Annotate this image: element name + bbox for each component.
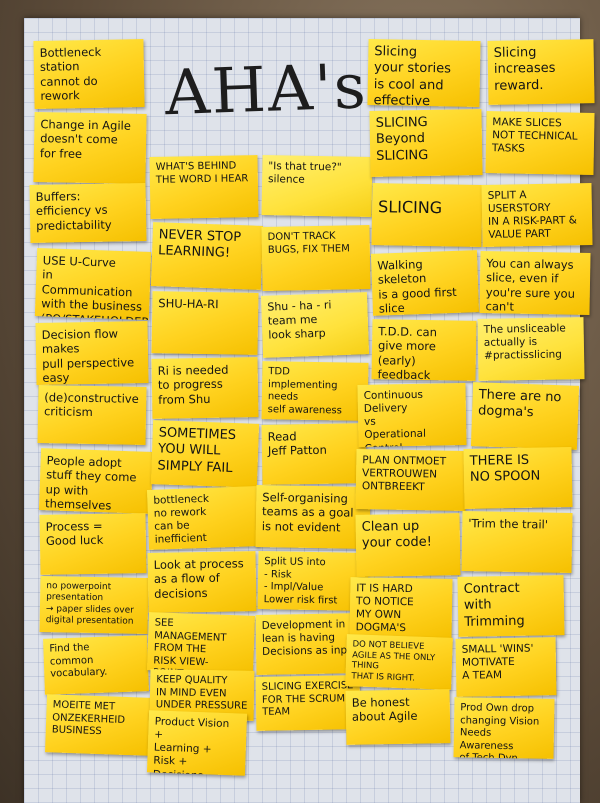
sticky-note: USE U-Curve in Communication with the bu… (34, 248, 152, 320)
sticky-note: 'Trim the trail' (461, 511, 573, 573)
sticky-note: Slicing your stories is cool and effecti… (367, 39, 481, 107)
sticky-note: People adopt stuff they come up with the… (38, 448, 154, 514)
sticky-note: Continuous Delivery vs Operational Contr… (357, 383, 467, 447)
sticky-note: PLAN ONTMOET VERTROUWEN ONTBREEKT (355, 449, 467, 511)
sticky-note: SHU-HA-RI (151, 291, 259, 355)
sticky-note: T.D.D. can give more (early) feedback (371, 319, 477, 381)
sticky-note: Ri is needed to progress from Shu (151, 357, 259, 419)
sticky-note: MAKE SLICES NOT TECHNICAL TASKS (485, 111, 595, 175)
sticky-note: There are no dogma's (470, 382, 580, 450)
board-title: AHA's (163, 49, 369, 130)
sticky-note: Read Jeff Patton (261, 423, 367, 485)
sticky-note: WHAT'S BEHIND THE WORD I HEAR (149, 155, 259, 219)
sticky-note: Contract with Trimming (457, 575, 565, 637)
sticky-note: Slicing increases reward. (487, 39, 595, 105)
sticky-note: bottleneck no rework can be inefficient (146, 486, 260, 550)
sticky-note: You can always slice, even if you're sur… (479, 251, 591, 315)
sticky-note: SLICING Beyond SLICING (369, 109, 483, 177)
sticky-note: Be honest about Agile (345, 689, 451, 745)
sticky-note: THERE IS NO SPOON (463, 447, 573, 509)
sticky-note: IT IS HARD TO NOTICE MY OWN DOGMA'S (349, 577, 453, 639)
sticky-note: Buffers: efficiency vs predictability (29, 182, 147, 244)
sticky-note: Look at process as a flow of decisions (147, 551, 257, 613)
sticky-note: TDD implementing needs self awareness (261, 361, 369, 421)
sticky-note: Self-organising teams as a goal is not e… (255, 485, 371, 549)
sticky-note: Bottleneck station cannot do rework (33, 39, 145, 109)
sticky-note: Change in Agile doesn't come for free (33, 112, 147, 184)
sticky-note: SEE MANAGEMENT FROM THE RISK VIEW- POINT (147, 612, 255, 674)
sticky-note: The unsliceable actually is #practisslic… (477, 317, 585, 381)
sticky-note: (de)constructive criticism (37, 385, 147, 445)
sticky-note: NEVER STOP LEARNING! (150, 222, 264, 290)
sticky-note: Process = Good luck (39, 513, 147, 575)
sticky-note: Walking skeleton is a good first slice (370, 250, 480, 316)
sticky-note: SPLIT A USERSTORY IN A RISK-PART & VALUE… (481, 183, 593, 247)
sticky-note: no powerpoint presentation → paper slide… (39, 576, 149, 634)
sticky-note: Shu - ha - ri team me look sharp (260, 292, 370, 358)
sticky-note: DON'T TRACK BUGS, FIX THEM (261, 225, 371, 291)
sticky-note: Find the common vocabulary. (43, 635, 149, 695)
sticky-note: SOMETIMES YOU WILL SIMPLY FAIL (150, 420, 260, 488)
sticky-note: Product Vision + Learning + Risk + Decis… (146, 710, 248, 776)
sticky-note: Decision flow makes pull perspective eas… (35, 321, 149, 385)
sticky-note: Clean up your code! (355, 513, 461, 577)
sticky-note: SMALL 'WINS' MOTIVATE A TEAM (455, 637, 557, 697)
sticky-note: DO NOT BELIEVE AGILE AS THE ONLY THING T… (345, 634, 453, 690)
sticky-note: MOEITE MET ONZEKERHEID BUSINESS (45, 694, 151, 756)
sticky-note: SLICING (371, 183, 483, 247)
sticky-note: Prod Own drop changing Vision Needs Awar… (453, 697, 555, 759)
sticky-note: "Is that true?" silence (261, 155, 373, 217)
